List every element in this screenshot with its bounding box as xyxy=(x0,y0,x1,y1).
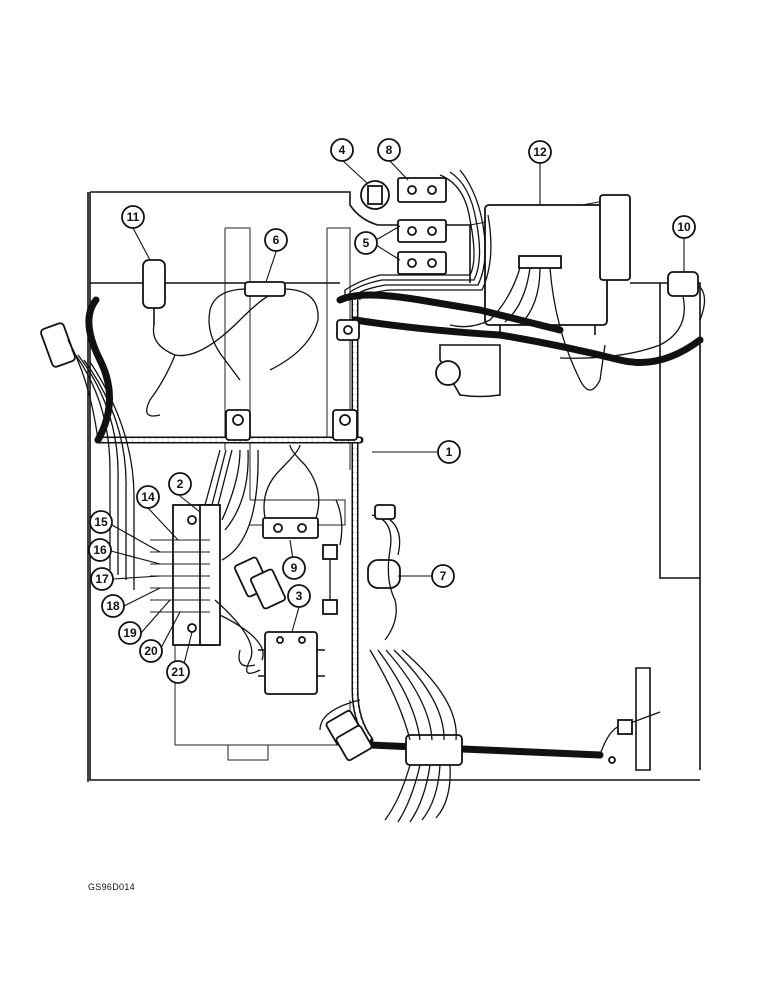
callout-16: 16 xyxy=(88,538,112,562)
svg-text:10: 10 xyxy=(677,220,691,234)
svg-text:5: 5 xyxy=(363,236,370,250)
component-3-relay xyxy=(238,631,325,695)
callout-21: 21 xyxy=(166,660,190,684)
callout-3: 3 xyxy=(287,584,311,608)
component-7-connector xyxy=(322,499,401,641)
callout-15: 15 xyxy=(89,510,113,534)
component-6-inline-fuse xyxy=(208,281,319,381)
svg-text:11: 11 xyxy=(127,210,140,224)
svg-text:15: 15 xyxy=(94,515,108,529)
left-wire-bundle xyxy=(40,322,135,590)
ground-strap xyxy=(599,667,661,771)
svg-text:21: 21 xyxy=(171,665,185,679)
callout-4: 4 xyxy=(330,138,354,162)
svg-text:3: 3 xyxy=(296,589,303,603)
component-4-relay xyxy=(360,180,390,210)
component-2-fuse-block xyxy=(150,504,221,646)
component-12-module xyxy=(435,194,631,398)
callout-8: 8 xyxy=(377,138,401,162)
svg-text:8: 8 xyxy=(386,143,393,157)
callout-bubbles: 1 2 3 4 5 6 7 8 xyxy=(88,138,696,684)
svg-text:9: 9 xyxy=(291,561,298,575)
callout-5: 5 xyxy=(354,231,378,255)
component-10-sensor xyxy=(559,271,706,359)
svg-text:18: 18 xyxy=(106,599,120,613)
component-11-fuse-holder xyxy=(142,259,271,417)
svg-text:12: 12 xyxy=(533,145,547,159)
svg-text:17: 17 xyxy=(95,572,109,586)
callout-2: 2 xyxy=(168,472,192,496)
svg-text:7: 7 xyxy=(440,569,447,583)
component-9-terminal-strip xyxy=(262,444,320,539)
svg-text:6: 6 xyxy=(273,233,280,247)
component-8-switch xyxy=(397,177,447,203)
callout-10: 10 xyxy=(672,215,696,239)
harness-clamps xyxy=(225,319,360,441)
callout-6: 6 xyxy=(264,228,288,252)
figure-code: GS96D014 xyxy=(88,882,135,892)
callout-19: 19 xyxy=(118,621,142,645)
lower-wire-bundle xyxy=(319,649,463,823)
callout-12: 12 xyxy=(528,140,552,164)
connector-plugs xyxy=(214,556,286,674)
svg-text:4: 4 xyxy=(339,143,346,157)
callout-18: 18 xyxy=(101,594,125,618)
callout-20: 20 xyxy=(139,639,163,663)
callout-17: 17 xyxy=(90,567,114,591)
svg-text:19: 19 xyxy=(123,626,137,640)
svg-text:16: 16 xyxy=(93,543,107,557)
callout-9: 9 xyxy=(282,556,306,580)
callout-7: 7 xyxy=(431,564,455,588)
callout-14: 14 xyxy=(136,485,160,509)
callout-1: 1 xyxy=(437,440,461,464)
component-5-switches xyxy=(397,219,447,275)
svg-text:20: 20 xyxy=(144,644,158,658)
svg-text:1: 1 xyxy=(446,445,453,459)
svg-text:14: 14 xyxy=(141,490,155,504)
upper-wire-bundle xyxy=(344,169,606,391)
svg-text:2: 2 xyxy=(177,477,184,491)
callout-11: 11 xyxy=(121,205,145,229)
block-wires xyxy=(204,449,259,561)
